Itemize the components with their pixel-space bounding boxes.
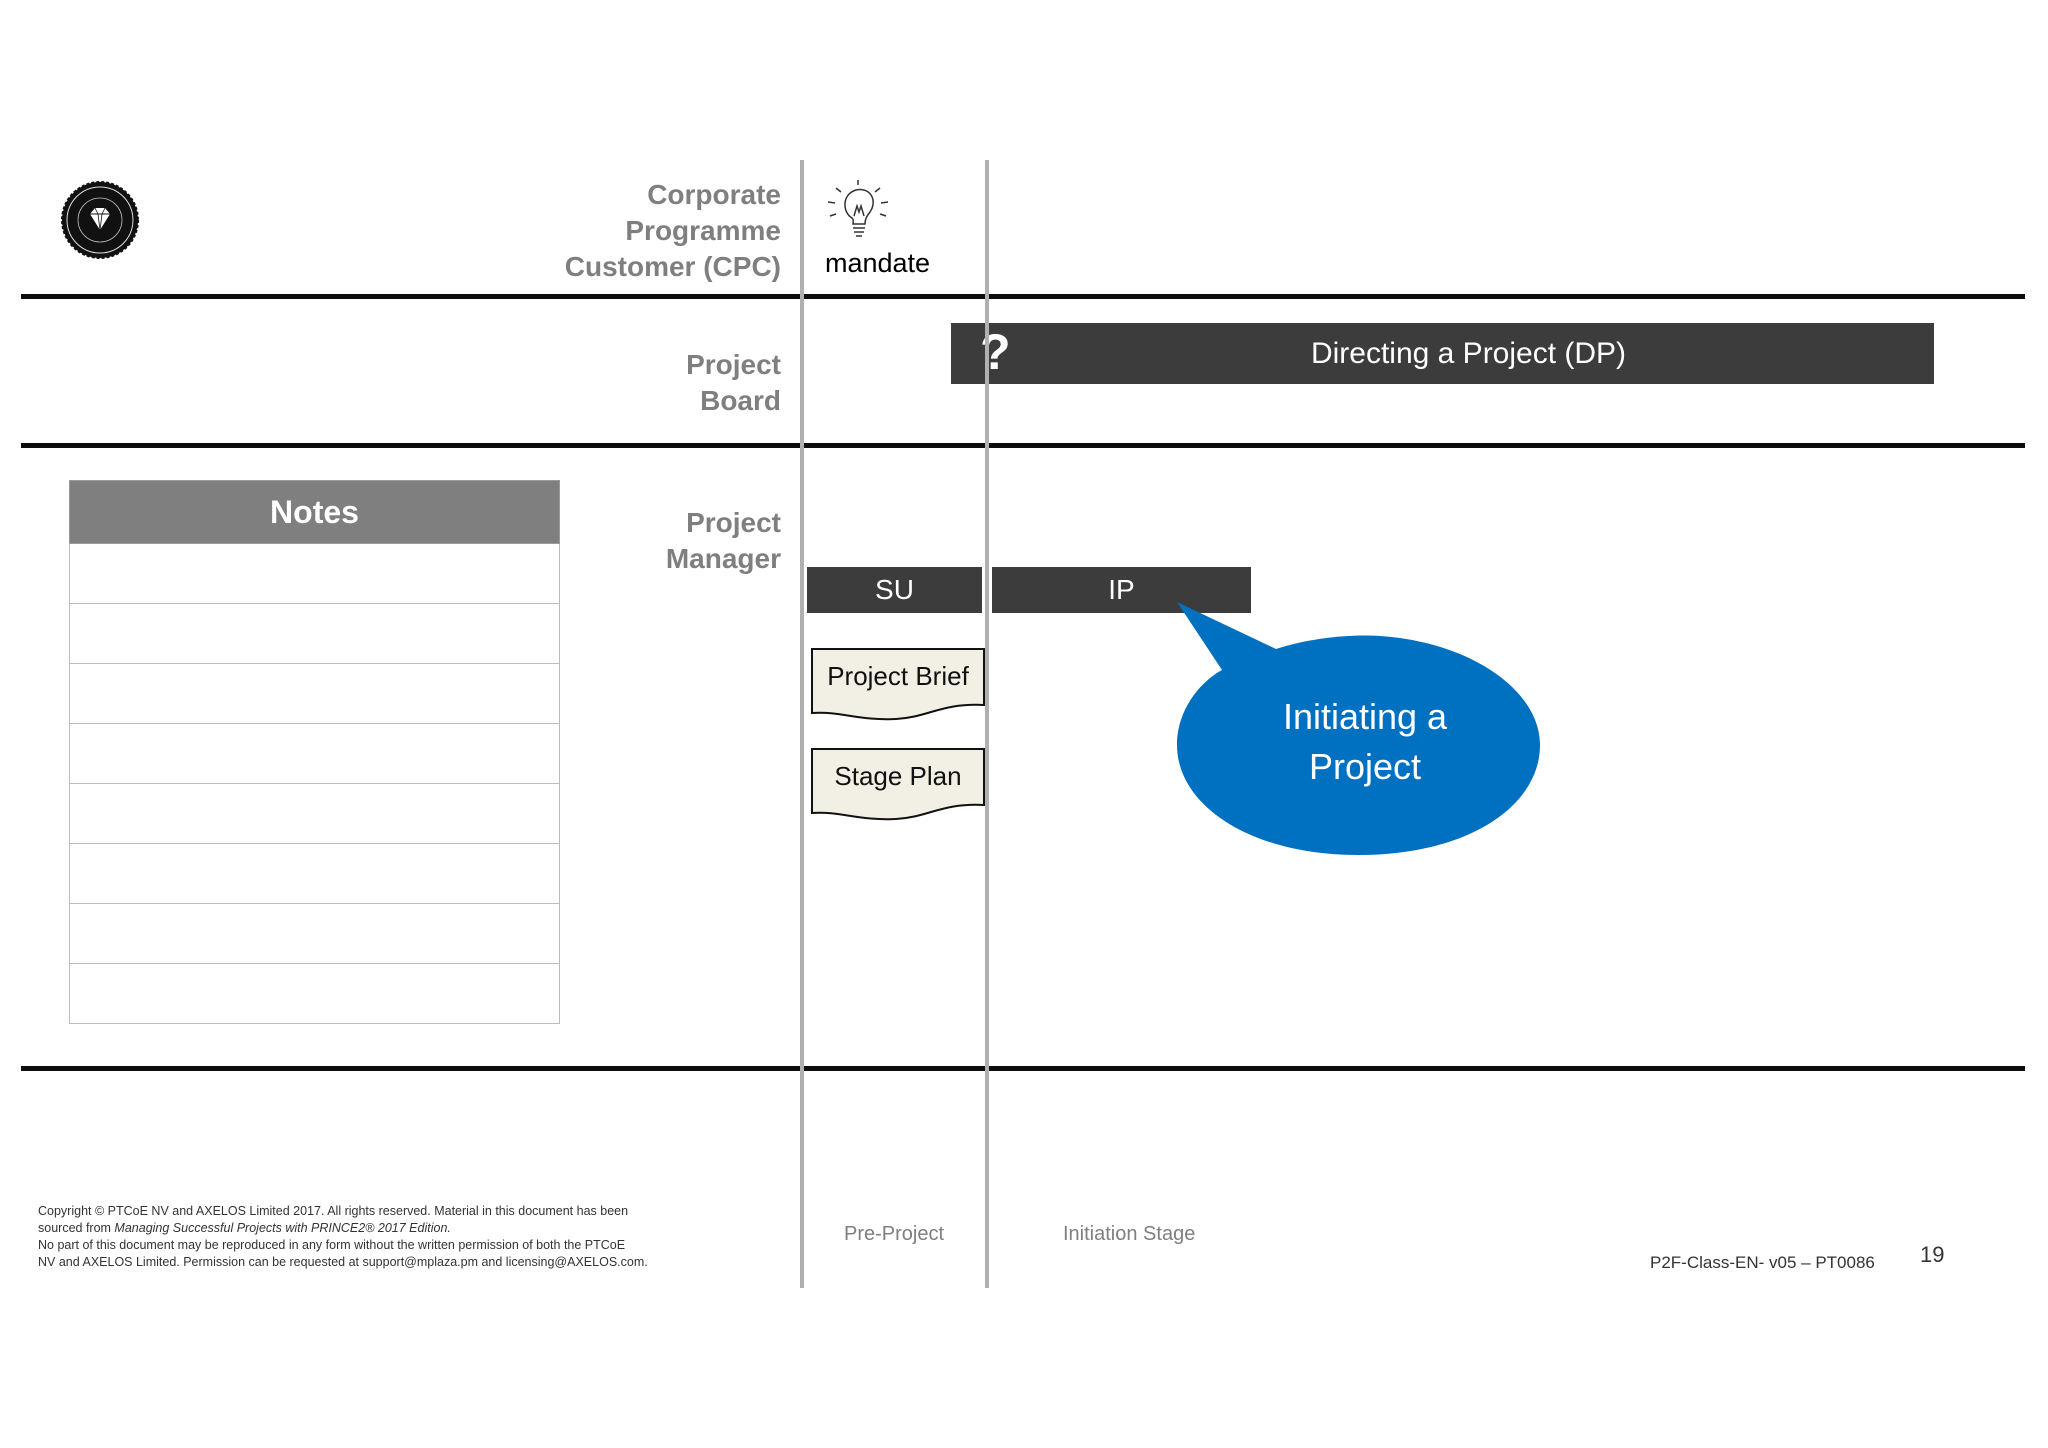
callout-line2: Project xyxy=(1308,746,1422,787)
callout-text: Initiating a Project xyxy=(1190,692,1540,792)
notes-line[interactable] xyxy=(69,904,560,964)
diamond-seal-logo-icon xyxy=(61,181,139,259)
ip-process-bar: IP xyxy=(992,567,1251,613)
su-label: SU xyxy=(875,574,914,605)
notes-line[interactable] xyxy=(69,964,560,1024)
row-label-cpc-line3: Customer (CPC) xyxy=(564,251,781,282)
notes-panel: Notes xyxy=(69,480,560,1024)
logo-seal xyxy=(60,180,140,260)
notes-title: Notes xyxy=(69,480,560,544)
stage-divider-pre-initiation xyxy=(985,160,989,1288)
document-project-brief: Project Brief xyxy=(810,647,986,721)
divider-cpc-board xyxy=(21,294,2025,299)
stage-label-initiation: Initiation Stage xyxy=(1063,1223,1196,1245)
copyright-line1: Copyright © PTCoE NV and AXELOS Limited … xyxy=(38,1204,629,1218)
speech-bubble-shape xyxy=(1177,602,1540,855)
row-label-manager-line1: Project xyxy=(686,507,781,538)
document-shape-icon xyxy=(811,648,985,721)
page-number: 19 xyxy=(1920,1242,1945,1267)
directing-a-project-label: Directing a Project (DP) xyxy=(1310,336,1627,370)
copyright-source-title: Managing Successful Projects with PRINCE… xyxy=(114,1221,451,1235)
notes-line[interactable] xyxy=(69,724,560,784)
row-label-manager: Project Manager xyxy=(666,505,781,577)
su-process-bar: SU xyxy=(807,567,982,613)
copyright-line2-prefix: sourced from xyxy=(38,1221,115,1235)
document-shape-icon xyxy=(811,748,985,821)
divider-manager-bottom xyxy=(21,1066,2025,1071)
callout-line1: Initiating a xyxy=(1282,696,1448,737)
project-brief-label: Project Brief xyxy=(827,660,969,691)
row-label-cpc-line1: Corporate xyxy=(647,179,781,210)
stage-label-pre-project: Pre-Project xyxy=(844,1223,945,1245)
copyright-line2: sourced from Managing Successful Project… xyxy=(38,1220,718,1237)
row-label-manager-line2: Manager xyxy=(665,543,781,574)
copyright-line4: NV and AXELOS Limited. Permission can be… xyxy=(38,1255,648,1269)
copyright-line3: No part of this document may be reproduc… xyxy=(38,1238,626,1252)
row-label-cpc: Corporate Programme Customer (CPC) xyxy=(565,177,781,285)
row-label-board: Project Board xyxy=(686,347,781,419)
document-stage-plan: Stage Plan xyxy=(810,747,986,821)
notes-line[interactable] xyxy=(69,784,560,844)
row-label-cpc-line2: Programme xyxy=(625,215,781,246)
ip-label: IP xyxy=(1108,574,1135,605)
notes-line[interactable] xyxy=(69,544,560,604)
directing-a-project-bar: Directing a Project (DP) xyxy=(951,323,1934,384)
stage-divider-start xyxy=(800,160,804,1288)
row-label-board-line1: Project xyxy=(686,349,781,380)
stage-plan-label: Stage Plan xyxy=(834,760,962,791)
mandate-label: mandate xyxy=(825,248,931,278)
notes-line[interactable] xyxy=(69,604,560,664)
copyright-notice: Copyright © PTCoE NV and AXELOS Limited … xyxy=(38,1203,718,1271)
lightbulb-icon xyxy=(827,180,889,237)
notes-line[interactable] xyxy=(69,664,560,724)
divider-board-manager xyxy=(21,443,2025,448)
document-code: P2F-Class-EN- v05 – PT0086 xyxy=(1650,1253,1875,1272)
initiating-a-project-callout: Initiating a Project xyxy=(1170,600,1550,860)
row-label-board-line2: Board xyxy=(700,385,781,416)
notes-line[interactable] xyxy=(69,844,560,904)
mandate-group: mandate xyxy=(820,178,940,284)
